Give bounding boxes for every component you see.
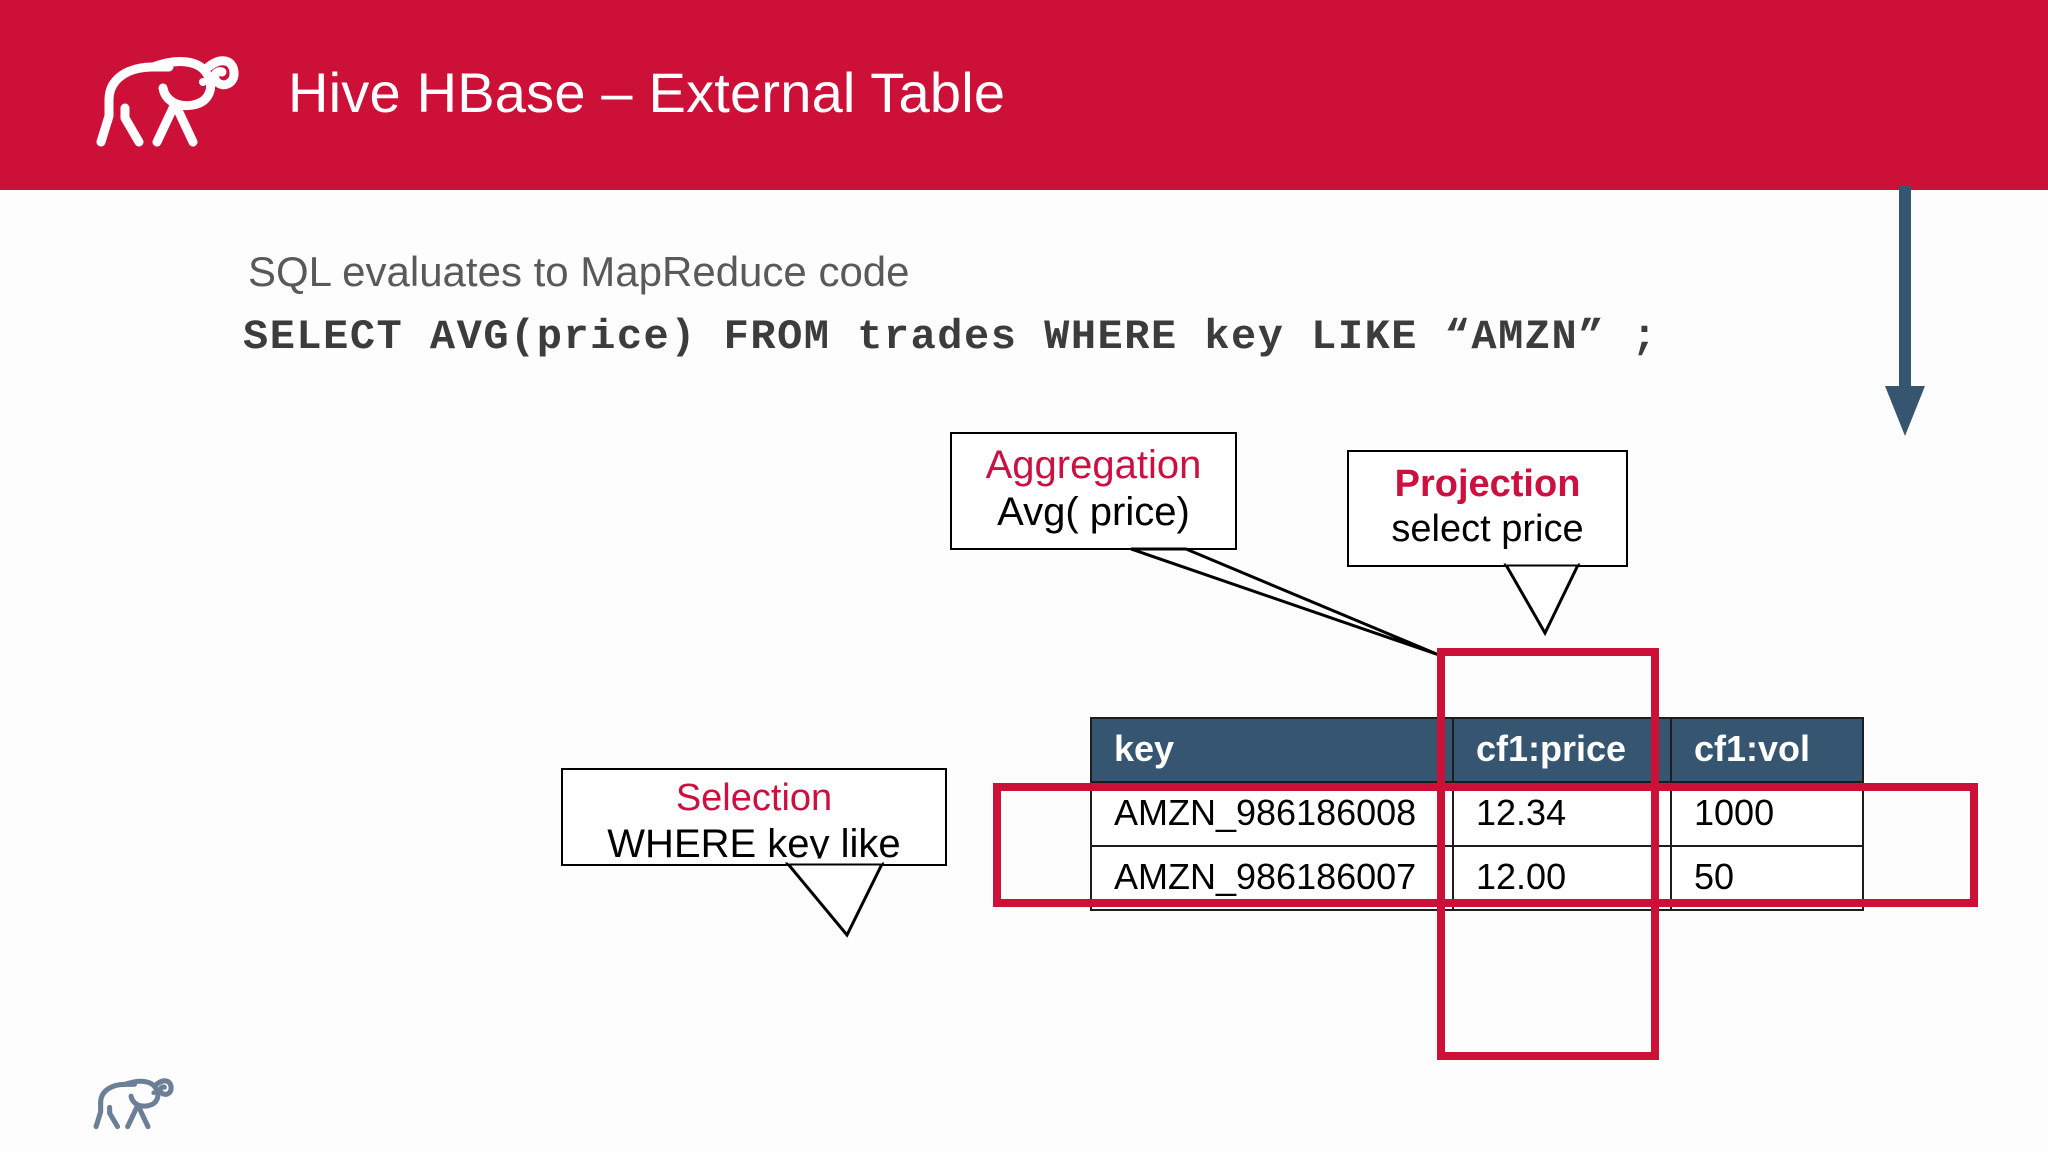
elephant-logo-icon: [95, 38, 245, 148]
callout-projection-detail: select price: [1391, 507, 1584, 550]
sql-statement: SELECT AVG(price) FROM trades WHERE key …: [243, 313, 1659, 361]
callout-aggregation: Aggregation Avg( price): [950, 432, 1237, 550]
hbase-table: key cf1:price cf1:vol AMZN_986186008 12.…: [1090, 717, 1864, 911]
callout-aggregation-detail: Avg( price): [997, 490, 1190, 535]
cell-vol: 1000: [1670, 781, 1864, 847]
callout-aggregation-title: Aggregation: [985, 443, 1202, 487]
projection-column-highlight: [1437, 648, 1659, 1060]
page-title: Hive HBase – External Table: [288, 61, 1006, 124]
selection-rows-highlight: [993, 783, 1978, 907]
cell-price: 12.34: [1452, 781, 1672, 847]
cell-key: AMZN_986186008: [1090, 781, 1454, 847]
subheading-text: SQL evaluates to MapReduce code: [248, 248, 910, 295]
column-header-price: cf1:price: [1452, 717, 1672, 783]
column-header-vol: cf1:vol: [1670, 717, 1864, 783]
callout-selection-title: Selection: [675, 777, 833, 819]
table-header-row: key cf1:price cf1:vol: [1090, 717, 1864, 783]
callout-projection-title: Projection: [1394, 463, 1581, 505]
table-row: AMZN_986186008 12.34 1000: [1090, 781, 1864, 847]
elephant-logo-icon: [90, 1068, 180, 1130]
header-banner: Hive HBase – External Table: [0, 0, 2048, 190]
callout-projection: Projection select price: [1347, 450, 1628, 567]
callout-selection-detail: WHERE key like: [607, 821, 901, 866]
down-arrow-icon: [1875, 186, 1935, 438]
column-header-key: key: [1090, 717, 1454, 783]
callout-selection: Selection WHERE key like: [561, 768, 947, 866]
